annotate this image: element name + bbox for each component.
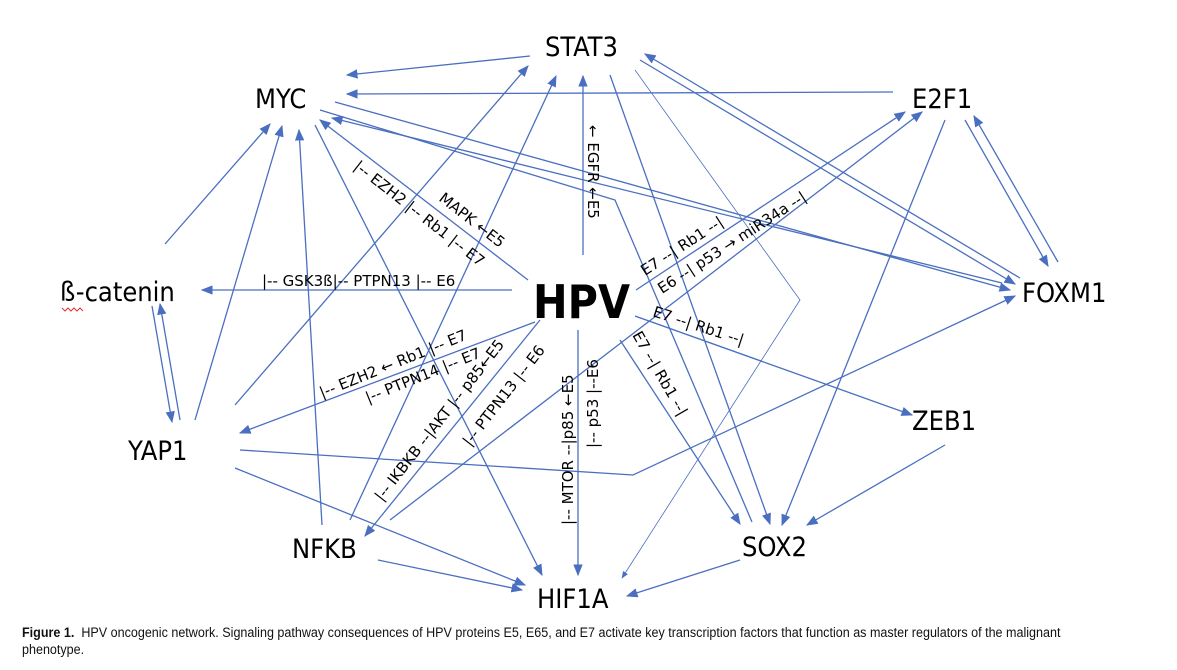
- edge-nfkb-e2f1: [389, 111, 923, 521]
- edge-foxm1-e2f1: [973, 114, 1059, 263]
- edge-foxm1-stat3: [643, 53, 1021, 279]
- label-p53-hif: |-- p53 |--E6: [584, 359, 602, 448]
- edge-stat3-myc: [345, 55, 531, 79]
- edge-yap1-myc: [194, 124, 284, 421]
- node-stat3: STAT3: [545, 32, 618, 63]
- edge-yap1-stat3: [234, 65, 529, 406]
- edge-hpv-myc: [319, 119, 529, 281]
- nodes: STAT3 MYC E2F1 ß-catenin HPV FOXM1 ZEB1 …: [60, 32, 1106, 615]
- edge-hpv-nfkb: [364, 319, 541, 537]
- edge-stat3-sox2: [609, 74, 771, 526]
- label-egfr: ← EGFR ←E5: [584, 125, 602, 219]
- edge-myc-sox2: [319, 109, 753, 523]
- label-e7-rb1-sox: E7 --| Rb1 --|: [629, 328, 692, 419]
- edge-zeb1-sox2: [805, 444, 946, 526]
- node-yap1: YAP1: [127, 436, 187, 467]
- edge-yap1-bcatenin: [157, 302, 181, 421]
- edge-e2f1-foxm1: [964, 119, 1049, 268]
- edge-stat3-hif1a: [621, 69, 801, 579]
- node-myc: MYC: [255, 84, 306, 115]
- node-zeb1: ZEB1: [912, 406, 976, 437]
- edge-bcatenin-yap1: [151, 305, 175, 424]
- edge-hpv-e2f1: [635, 111, 906, 291]
- label-e7-rb1-zeb: E7 --| Rb1 --|: [651, 303, 747, 349]
- edge-nfkb-hif1a: [377, 559, 524, 593]
- node-e2f1: E2F1: [912, 84, 972, 115]
- edge-nfkb-stat3: [349, 74, 557, 521]
- edge-yap1-hif1a: [234, 467, 527, 586]
- edge-nfkb-myc: [294, 128, 323, 526]
- network-diagram: STAT3 MYC E2F1 ß-catenin HPV FOXM1 ZEB1 …: [60, 32, 1106, 615]
- edge-hpv-sox2: [619, 339, 741, 525]
- node-hif1a: HIF1A: [537, 584, 609, 615]
- label-gsk: |-- GSK3ß|-- PTPN13 |-- E6: [262, 272, 455, 290]
- edge-yap1-foxm1: [239, 295, 1017, 476]
- caption-label: Figure 1.: [22, 625, 75, 640]
- edge-e2f1-myc: [345, 89, 894, 99]
- label-mtor: |-- MTOR --|p85 ←E5: [559, 374, 577, 525]
- spellcheck-underline: [61, 307, 84, 312]
- edge-hpv-yap1: [238, 321, 536, 434]
- caption-text: HPV oncogenic network. Signaling pathway…: [22, 625, 1061, 657]
- figure-caption: Figure 1. HPV oncogenic network. Signali…: [22, 624, 1082, 658]
- edges: [151, 53, 1059, 598]
- node-bcatenin: ß-catenin: [60, 277, 175, 308]
- edge-stat3-foxm1: [639, 59, 1017, 285]
- node-foxm1: FOXM1: [1022, 278, 1106, 309]
- node-sox2: SOX2: [742, 532, 807, 563]
- edge-e2f1-sox2: [781, 119, 946, 527]
- edge-myc-foxm1: [334, 101, 1012, 292]
- edge-sox2-hif1a: [625, 559, 741, 598]
- node-nfkb: NFKB: [292, 534, 357, 565]
- edge-hpv-zeb1: [634, 315, 914, 416]
- edge-myc-hif1a: [314, 124, 543, 577]
- edge-bcatenin-myc: [164, 123, 271, 245]
- node-hpv: HPV: [533, 275, 630, 329]
